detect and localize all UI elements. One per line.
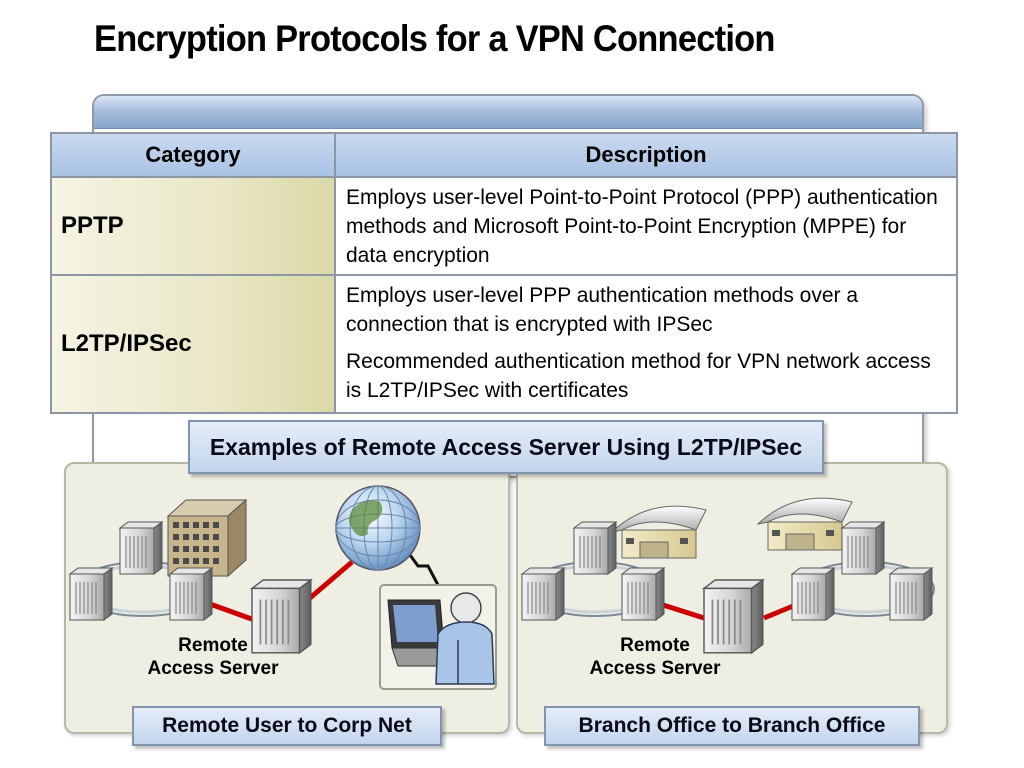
description-text: Employs user-level Point-to-Point Protoc… [346,186,938,267]
server-label-line: Remote [178,635,248,656]
category-cell: PPTP [50,176,336,276]
remote-access-server-label: Remote Access Server [580,634,730,680]
examples-banner: Examples of Remote Access Server Using L… [188,420,824,474]
table-row: PPTP Employs user-level Point-to-Point P… [50,176,958,276]
branch-network [521,497,935,654]
server-icon [69,567,113,621]
caption-branch-to-branch: Branch Office to Branch Office [544,706,920,746]
category-cell: L2TP/IPSec [50,274,336,414]
panel-header-gloss [94,96,922,129]
server-icon [889,567,933,621]
column-header-category: Category [50,132,336,178]
server-label-line: Access Server [147,658,279,679]
page-title: Encryption Protocols for a VPN Connectio… [94,18,775,59]
warehouse-icon [756,497,853,551]
server-icon [169,567,213,621]
server-label-line: Remote [620,635,690,656]
server-icon [521,567,565,621]
description-text: Recommended authentication method for VP… [346,350,931,402]
remote-access-server-label: Remote Access Server [138,634,288,680]
server-icon [573,521,617,575]
globe-icon [335,485,421,571]
caption-remote-user-to-corp-net: Remote User to Corp Net [132,706,442,746]
corp-network [69,485,497,690]
protocol-table: Category Description PPTP Employs user-l… [50,132,958,414]
table-row: L2TP/IPSec Employs user-level PPP authen… [50,274,958,414]
server-label-line: Access Server [589,658,721,679]
office-building-icon [166,498,248,578]
server-icon [621,567,665,621]
server-icon [119,521,163,575]
server-icon [791,567,835,621]
warehouse-icon [610,505,707,559]
column-header-description: Description [334,132,958,178]
laptop-user-icon [379,584,497,690]
description-cell: Employs user-level Point-to-Point Protoc… [334,176,958,276]
server-icon [841,521,885,575]
table-header-row: Category Description [50,132,958,178]
description-cell: Employs user-level PPP authentication me… [334,274,958,414]
description-text: Employs user-level PPP authentication me… [346,284,859,336]
